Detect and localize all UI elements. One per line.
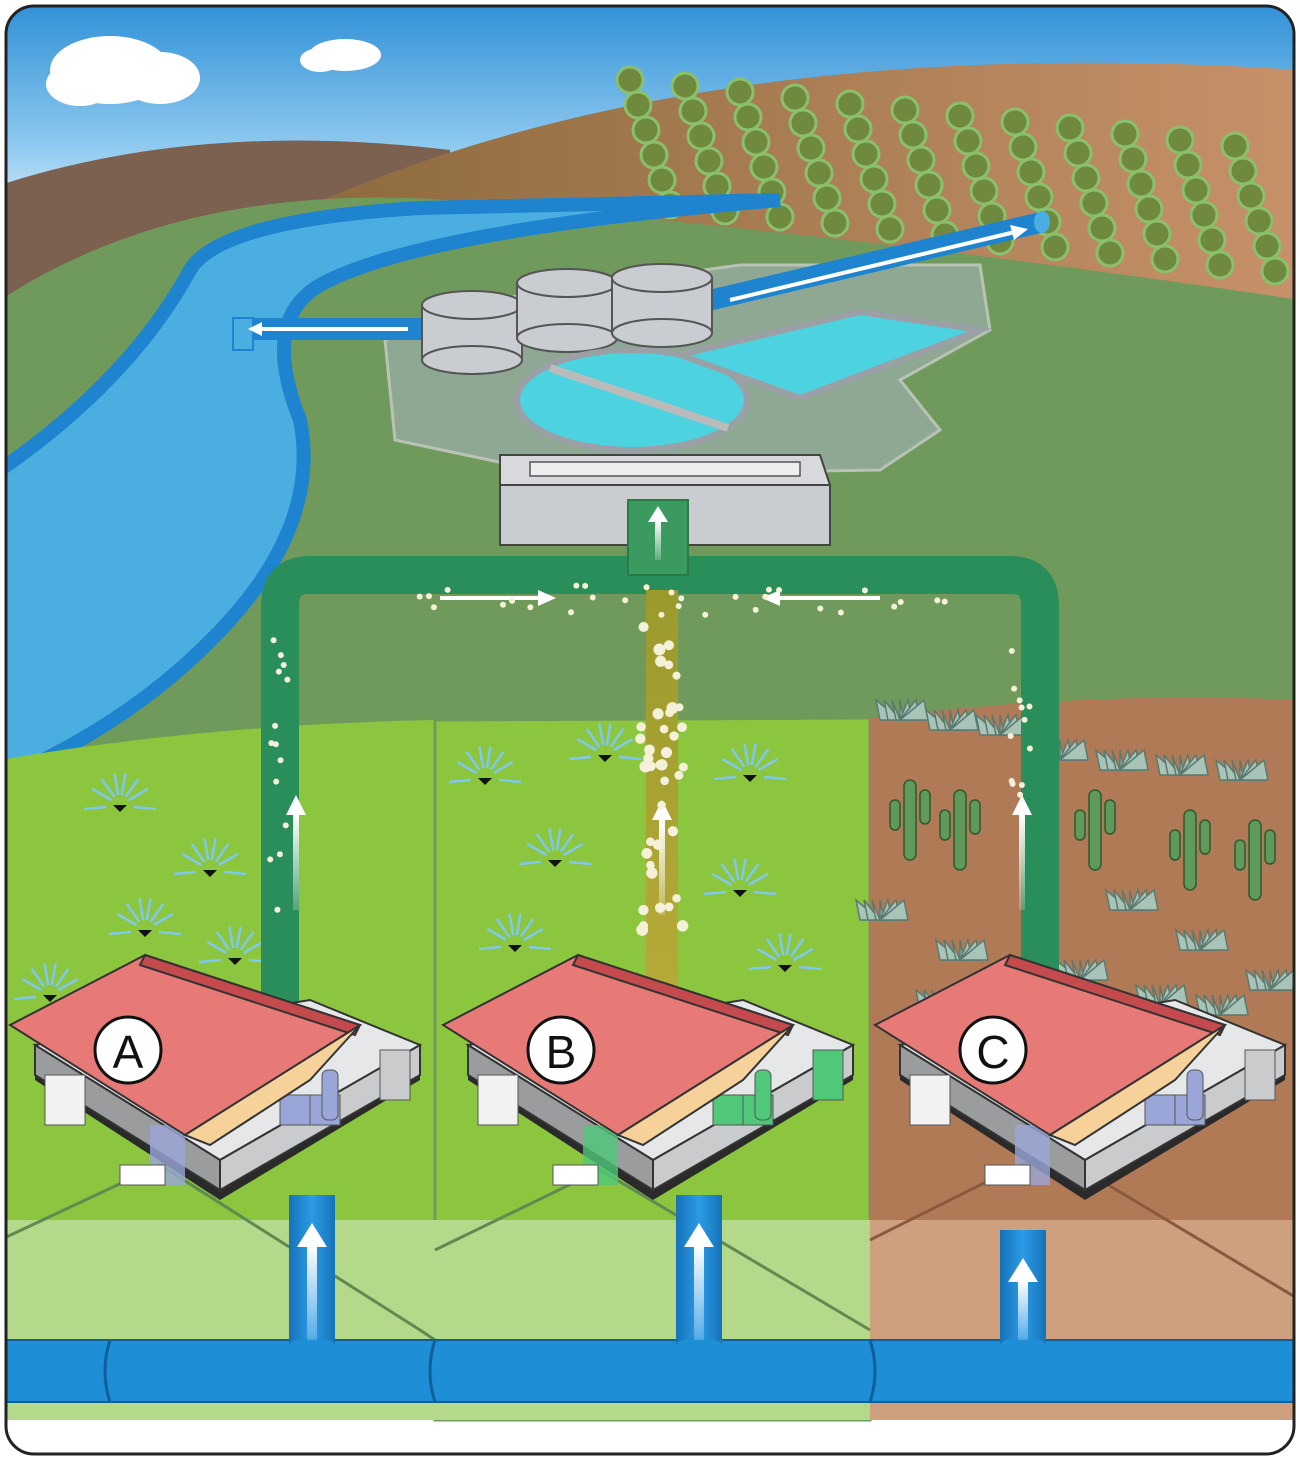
- aeration-basin: [669, 308, 992, 402]
- sprinkler-icon: [108, 898, 182, 937]
- sprinkler-icon: [748, 933, 822, 972]
- house-label-badge: [93, 1015, 163, 1085]
- agave-icon: [1094, 747, 1149, 771]
- frame-border: [4, 4, 1296, 1456]
- agave-icon: [874, 697, 929, 721]
- flow-arrow-icon: [729, 230, 1016, 302]
- agave-icon: [1214, 757, 1269, 781]
- crop-icon: [615, 65, 1290, 286]
- supply-riser: [676, 1195, 722, 1352]
- agave-icon: [934, 937, 989, 961]
- sprinkler-icon: [518, 828, 592, 867]
- settling-tanks: [421, 263, 713, 375]
- agave-icon: [924, 707, 979, 731]
- sprinkler-icon: [703, 858, 777, 897]
- main-water-line: [6, 1339, 1294, 1403]
- flow-arrow-icon: [297, 1223, 327, 1340]
- supply-riser: [289, 1195, 335, 1352]
- sprinkler-icon: [198, 926, 272, 965]
- house-label: A: [113, 1026, 144, 1078]
- sprinkler-icon: [83, 773, 157, 812]
- agave-icon: [854, 897, 909, 921]
- sprinkler-icon: [713, 743, 787, 782]
- flow-arrow-icon: [1008, 1258, 1038, 1340]
- cloud-icon: [300, 39, 381, 72]
- agave-icon: [1174, 927, 1229, 951]
- sprinkler-icon: [478, 913, 552, 952]
- cloud-icon: [46, 36, 200, 106]
- house-label-badge: [958, 1015, 1028, 1085]
- sprinkler-icon: [448, 746, 522, 785]
- cactus-icon: [1234, 819, 1276, 901]
- cactus-icon: [1169, 809, 1211, 891]
- agave-icon: [1244, 967, 1294, 991]
- supply-riser: [1000, 1230, 1046, 1352]
- agave-icon: [1154, 752, 1209, 776]
- sprinkler-icon: [568, 723, 642, 762]
- cactus-icon: [1074, 789, 1116, 871]
- cactus-icon: [889, 779, 931, 861]
- house-label: B: [546, 1026, 577, 1078]
- river: [6, 193, 781, 791]
- sprinkler-icon: [173, 838, 247, 877]
- agave-icon: [1104, 887, 1159, 911]
- flow-arrow-icon: [684, 1223, 714, 1340]
- house-c: C: [872, 953, 1288, 1200]
- house-a: A: [7, 953, 423, 1200]
- house-label-badge: [526, 1015, 596, 1085]
- flow-arrow-icon: [286, 506, 1032, 915]
- cactus-icon: [939, 789, 981, 871]
- house-b: B: [440, 953, 856, 1200]
- house-label: C: [976, 1026, 1009, 1078]
